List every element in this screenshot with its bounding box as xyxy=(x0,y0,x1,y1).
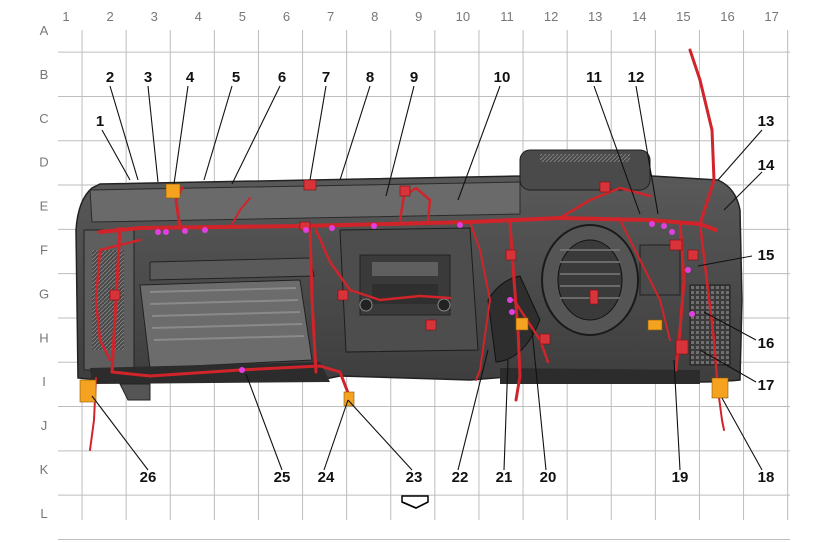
grid-row-label: E xyxy=(40,199,49,214)
grid-row-label: L xyxy=(40,506,47,521)
grid-column-label: 13 xyxy=(588,9,602,24)
grid-column-label: 2 xyxy=(106,9,113,24)
callout-6: 6 xyxy=(278,69,286,86)
grid-row-label: C xyxy=(39,111,48,126)
callout-16: 16 xyxy=(758,335,775,352)
callout-1: 1 xyxy=(96,113,104,130)
grid-column-label: 12 xyxy=(544,9,558,24)
grid-column-label: 6 xyxy=(283,9,290,24)
grid-row-label: B xyxy=(40,67,49,82)
grid-column-label: 1 xyxy=(62,9,69,24)
grid-column-label: 14 xyxy=(632,9,646,24)
callout-22: 22 xyxy=(452,469,469,486)
front-direction-arrow-icon xyxy=(401,495,429,509)
callout-17: 17 xyxy=(758,377,775,394)
callout-7: 7 xyxy=(322,69,330,86)
callout-5: 5 xyxy=(232,69,240,86)
grid-row-label: I xyxy=(42,374,46,389)
grid-row-label: A xyxy=(40,23,49,38)
callout-leader-lines xyxy=(91,85,763,471)
callout-25: 25 xyxy=(274,469,291,486)
callout-numbers: 1 2 3 4 5 6 7 8 9 10 11 12 13 14 15 16 1… xyxy=(96,69,775,486)
grid-column-label: 7 xyxy=(327,9,334,24)
callout-26: 26 xyxy=(140,469,157,486)
callout-18: 18 xyxy=(758,469,775,486)
grid-column-label: 16 xyxy=(720,9,734,24)
callout-24: 24 xyxy=(318,469,335,486)
grid-column-label: 11 xyxy=(500,9,514,24)
grid-row-label: G xyxy=(39,286,49,301)
callout-12: 12 xyxy=(628,69,645,86)
grid-column-label: 10 xyxy=(456,9,470,24)
grid-row-label: K xyxy=(40,462,49,477)
grid-row-label: J xyxy=(41,418,48,433)
instrument-panel xyxy=(75,149,743,401)
callout-8: 8 xyxy=(366,69,374,86)
splice-markers xyxy=(155,221,695,373)
callout-4: 4 xyxy=(186,69,195,86)
grid-column-label: 5 xyxy=(239,9,246,24)
grid-column-label: 15 xyxy=(676,9,690,24)
callout-20: 20 xyxy=(540,469,557,486)
callout-13: 13 xyxy=(758,113,775,130)
grid-column-label: 8 xyxy=(371,9,378,24)
callout-3: 3 xyxy=(144,69,152,86)
callout-10: 10 xyxy=(494,69,511,86)
grid-row-label: D xyxy=(39,155,48,170)
grid-column-label: 9 xyxy=(415,9,422,24)
callout-9: 9 xyxy=(410,69,418,86)
callout-11: 11 xyxy=(586,69,602,86)
callout-23: 23 xyxy=(406,469,423,486)
callout-14: 14 xyxy=(758,157,775,174)
grid-row-label: H xyxy=(39,330,48,345)
grid-column-label: 17 xyxy=(764,9,778,24)
callout-19: 19 xyxy=(672,469,689,486)
wiring-harness xyxy=(89,48,725,451)
grid-row-label: F xyxy=(40,243,48,258)
grid-column-label: 3 xyxy=(151,9,158,24)
callout-21: 21 xyxy=(496,469,513,486)
callout-15: 15 xyxy=(758,247,775,264)
callout-2: 2 xyxy=(106,69,114,86)
grid-column-label: 4 xyxy=(195,9,202,24)
